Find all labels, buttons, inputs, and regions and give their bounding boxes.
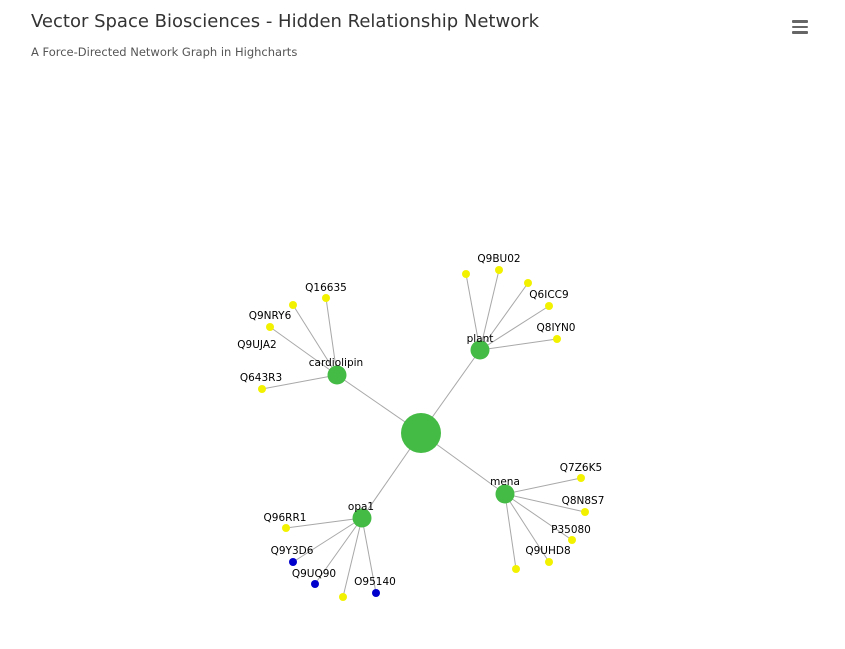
node-plant[interactable]: [470, 340, 490, 360]
node-label-Q9BU02: Q9BU02: [477, 253, 520, 265]
node-label-opa1: opa1: [348, 501, 374, 513]
edges-layer: [261, 269, 586, 598]
node-label-plant: plant: [467, 333, 494, 345]
node-opa1[interactable]: [352, 508, 372, 528]
node-Q96RR1[interactable]: [282, 524, 290, 532]
node-label-Q96RR1: Q96RR1: [264, 512, 307, 524]
node-label-Q643R3: Q643R3: [240, 372, 282, 384]
node-Q9UHD8[interactable]: [545, 558, 553, 566]
node-label-mena: mena: [490, 476, 520, 488]
edge-mena-mena_leaf_a: [504, 493, 517, 570]
node-Q7Z6K5[interactable]: [577, 474, 585, 482]
node-label-cardiolipin: cardiolipin: [309, 357, 363, 369]
edge-cardiolipin-Q9NRY6: [292, 304, 338, 376]
node-plant_leaf_b[interactable]: [524, 279, 532, 287]
node-label-Q8IYN0: Q8IYN0: [537, 322, 576, 334]
node-label-Q9UHD8: Q9UHD8: [525, 545, 570, 557]
node-Q8IYN0[interactable]: [553, 335, 561, 343]
edge-plant-plant_leaf_b: [479, 282, 529, 351]
node-label-Q6ICC9: Q6ICC9: [529, 289, 568, 301]
edge-cardiolipin-Q9UJA2: [269, 326, 338, 376]
edge-mena-P35080: [504, 493, 573, 541]
edge-cardiolipin-Q16635: [325, 297, 338, 376]
edge-cardiolipin-Q643R3: [261, 374, 338, 390]
chart-subtitle: A Force-Directed Network Graph in Highch…: [31, 45, 298, 59]
node-cardiolipin[interactable]: [327, 365, 347, 385]
node-opa1_leaf_a[interactable]: [339, 593, 347, 601]
node-label-Q7Z6K5: Q7Z6K5: [560, 462, 602, 474]
node-P35080[interactable]: [568, 536, 576, 544]
edge-mena-Q7Z6K5: [504, 477, 582, 495]
edge-opa1-Q9Y3D6: [292, 517, 363, 563]
hamburger-menu-icon[interactable]: [786, 15, 814, 39]
node-Q9UJA2[interactable]: [266, 323, 274, 331]
nodes-layer: [258, 266, 589, 601]
node-label-P35080: P35080: [551, 524, 591, 536]
node-label-Q16635: Q16635: [305, 282, 347, 294]
node-Q16635[interactable]: [322, 294, 330, 302]
edge-mena-Q8N8S7: [504, 493, 586, 513]
node-label-O95140: O95140: [354, 576, 396, 588]
edge-opa1-Q9UQ90: [314, 517, 363, 585]
node-Q9NRY6[interactable]: [289, 301, 297, 309]
node-Q9UQ90[interactable]: [311, 580, 319, 588]
edge-opa1-O95140: [361, 517, 377, 594]
node-Q643R3[interactable]: [258, 385, 266, 393]
node-label-Q9UJA2: Q9UJA2: [237, 339, 276, 351]
node-mena[interactable]: [495, 484, 515, 504]
node-O95140[interactable]: [372, 589, 380, 597]
node-Q9BU02[interactable]: [495, 266, 503, 274]
node-root[interactable]: [401, 413, 441, 453]
edge-plant-plant_leaf_a: [465, 273, 481, 351]
edge-plant-Q9BU02: [479, 269, 500, 351]
node-Q9Y3D6[interactable]: [289, 558, 297, 566]
edge-mena-Q9UHD8: [504, 493, 550, 563]
node-plant_leaf_a[interactable]: [462, 270, 470, 278]
edge-opa1-opa1_leaf_a: [342, 517, 363, 598]
edge-plant-Q6ICC9: [479, 305, 550, 351]
edge-plant-Q8IYN0: [479, 338, 558, 351]
node-mena_leaf_a[interactable]: [512, 565, 520, 573]
node-label-Q9UQ90: Q9UQ90: [292, 568, 336, 580]
node-label-Q9NRY6: Q9NRY6: [249, 310, 292, 322]
node-Q8N8S7[interactable]: [581, 508, 589, 516]
node-Q6ICC9[interactable]: [545, 302, 553, 310]
chart-title: Vector Space Biosciences - Hidden Relati…: [31, 11, 540, 32]
node-label-Q8N8S7: Q8N8S7: [562, 495, 605, 507]
labels-layer: cardiolipin plant mena opa1 Q16635Q9NRY6Q9UJ…: [237, 253, 604, 588]
node-label-Q9Y3D6: Q9Y3D6: [271, 545, 314, 557]
edge-opa1-Q96RR1: [285, 517, 363, 529]
